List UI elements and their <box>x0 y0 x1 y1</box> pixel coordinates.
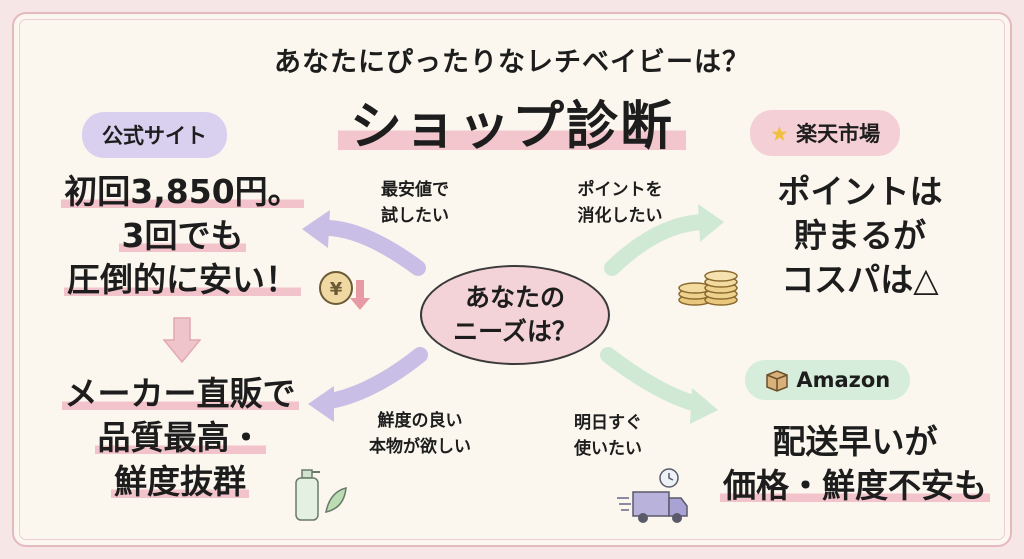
need-official-line2: 試したい <box>381 206 449 226</box>
maker-line2: 品質最高・ <box>94 418 266 457</box>
rakuten-line1: ポイントは <box>777 172 943 211</box>
page-subtitle: あなたにぴったりなレチベイビーは？ <box>274 47 750 78</box>
need-rakuten-line2: 消化したい <box>577 206 663 226</box>
need-amazon-line2: 使いたい <box>574 439 642 459</box>
badge-amazon: Amazon <box>745 360 911 400</box>
need-amazon-line1: 明日すぐ <box>574 413 642 433</box>
delivery-truck-icon <box>617 468 688 523</box>
need-official-line1: 最安値で <box>381 180 449 200</box>
badge-official-label: 公式サイト <box>102 124 207 148</box>
center-line1: あなたの <box>464 283 565 312</box>
badge-amazon-label: Amazon <box>796 368 891 392</box>
need-maker-line1: 鮮度の良い <box>377 411 463 431</box>
coin-stack-icon <box>678 270 738 306</box>
skincare-bottle-icon <box>295 469 347 521</box>
need-maker-line2: 本物が欲しい <box>369 437 471 457</box>
official-line2: 3回でも <box>118 216 247 255</box>
rakuten-line3: コスパは△ <box>781 260 939 299</box>
page-title: ショップ診断 <box>337 84 686 159</box>
amazon-line1: 配送早いが <box>772 422 938 461</box>
need-rakuten-line1: ポイントを <box>577 180 663 200</box>
rakuten-line2: 貯まるが <box>794 216 926 255</box>
need-fresh: 鮮度の良い 本物が欲しい <box>350 408 490 460</box>
badge-rakuten: ★ 楽天市場 <box>750 110 901 156</box>
need-fast: 明日すぐ 使いたい <box>548 410 668 462</box>
center-line2: ニーズは？ <box>453 317 577 346</box>
badge-official-site: 公式サイト <box>82 112 227 158</box>
need-cheapest: 最安値で 試したい <box>355 177 475 229</box>
amazon-main-text: 配送早いが 価格・鮮度不安も <box>700 420 1010 508</box>
maker-main-text: メーカー直販で 品質最高・ 鮮度抜群 <box>30 372 330 504</box>
yen-coin-down-icon: ¥ <box>319 271 370 310</box>
official-line1: 初回3,850円。 <box>61 172 304 211</box>
star-icon: ★ <box>770 122 789 146</box>
title-wrap: ショップ診断 <box>0 84 1024 159</box>
rakuten-main-text: ポイントは 貯まるが コスパは△ <box>735 170 985 302</box>
box-icon <box>766 370 788 392</box>
official-main-text: 初回3,850円。 3回でも 圧倒的に安い！ <box>40 170 325 302</box>
maker-line1: メーカー直販で <box>61 374 299 413</box>
amazon-line2: 価格・鮮度不安も <box>720 466 990 505</box>
center-question-oval: あなたの ニーズは？ <box>420 265 610 365</box>
badge-rakuten-label: 楽天市場 <box>796 122 881 146</box>
need-points: ポイントを 消化したい <box>555 177 685 229</box>
svg-text:¥: ¥ <box>330 279 343 300</box>
official-line3: 圧倒的に安い！ <box>64 260 301 299</box>
maker-line3: 鮮度抜群 <box>111 462 249 501</box>
